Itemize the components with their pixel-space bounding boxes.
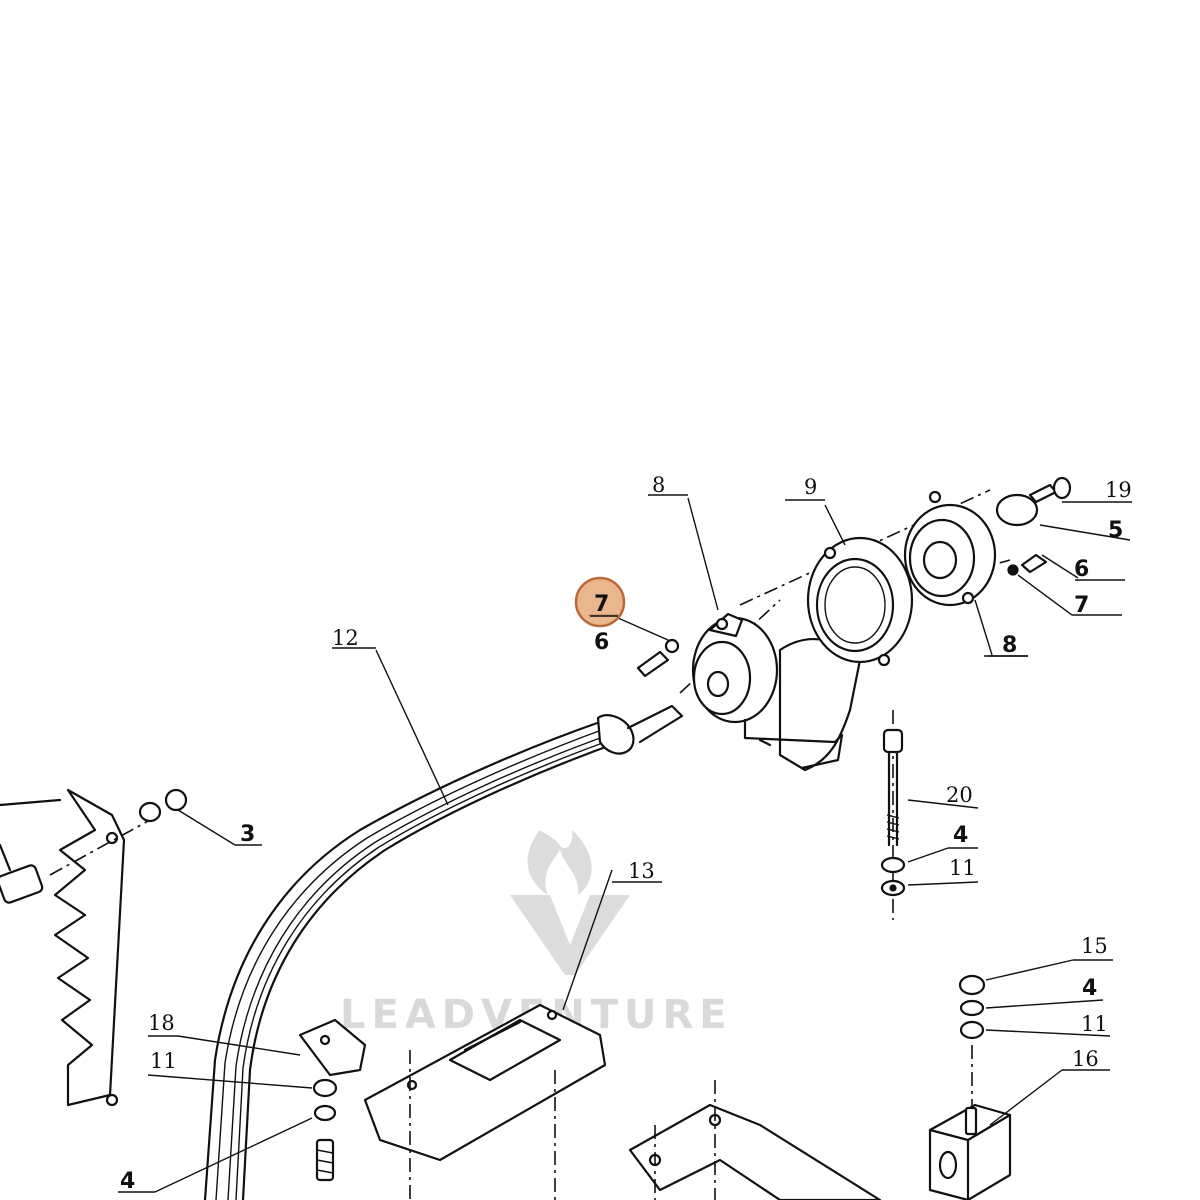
callout-11-bolt[interactable]: 11 [949, 856, 976, 880]
damper-16 [928, 1103, 1012, 1200]
handle-tube [203, 704, 684, 1200]
washer-7-front [664, 638, 680, 654]
callout-4-bolt[interactable]: 4 [953, 823, 968, 848]
highlight-marker [574, 576, 626, 628]
callout-6-rear[interactable]: 6 [1074, 557, 1089, 582]
callout-19[interactable]: 19 [1105, 478, 1132, 502]
callout-15[interactable]: 15 [1081, 934, 1108, 958]
handle-clamp [298, 1003, 607, 1200]
flame-v-logo [510, 830, 630, 975]
callout-9[interactable]: 9 [804, 475, 817, 499]
screw-6 [1020, 553, 1048, 574]
callout-11-right[interactable]: 11 [1081, 1012, 1108, 1036]
callout-3[interactable]: 3 [240, 822, 255, 847]
callout-5[interactable]: 5 [1108, 518, 1123, 543]
screw-19 [1028, 483, 1058, 504]
callout-13[interactable]: 13 [628, 859, 655, 883]
callout-12[interactable]: 12 [332, 626, 359, 650]
screw-stack-left [312, 1078, 338, 1182]
callout-20[interactable]: 20 [946, 783, 973, 807]
bolt-20-stack [880, 728, 906, 897]
callout-18[interactable]: 18 [148, 1011, 175, 1035]
screw-6-front [636, 650, 670, 678]
washer-5 [995, 493, 1039, 527]
callout-7-front[interactable]: 7 [594, 592, 609, 617]
callout-11-left[interactable]: 11 [150, 1049, 177, 1073]
callout-8-front[interactable]: 8 [652, 473, 665, 497]
hanger-assembly [679, 489, 1011, 920]
lower-bracket [628, 1080, 882, 1200]
damper-stack [928, 974, 1012, 1200]
bumper-spike [0, 788, 188, 1107]
callout-4-right[interactable]: 4 [1082, 976, 1097, 1001]
callout-7-rear[interactable]: 7 [1074, 593, 1089, 618]
callout-8-rear[interactable]: 8 [1002, 633, 1017, 658]
clamp-half-18 [298, 1018, 367, 1077]
callout-16[interactable]: 16 [1072, 1047, 1099, 1071]
leader-lines [118, 494, 1132, 1193]
washer-7 [1007, 564, 1019, 576]
label-underlines [590, 615, 1028, 657]
hardware-upper [636, 476, 1072, 678]
callout-4-left[interactable]: 4 [120, 1169, 135, 1194]
callout-labels: 8 9 19 5 6 7 8 7 6 12 3 20 4 11 13 15 4 … [120, 473, 1132, 1194]
callout-6-front[interactable]: 6 [594, 630, 609, 655]
